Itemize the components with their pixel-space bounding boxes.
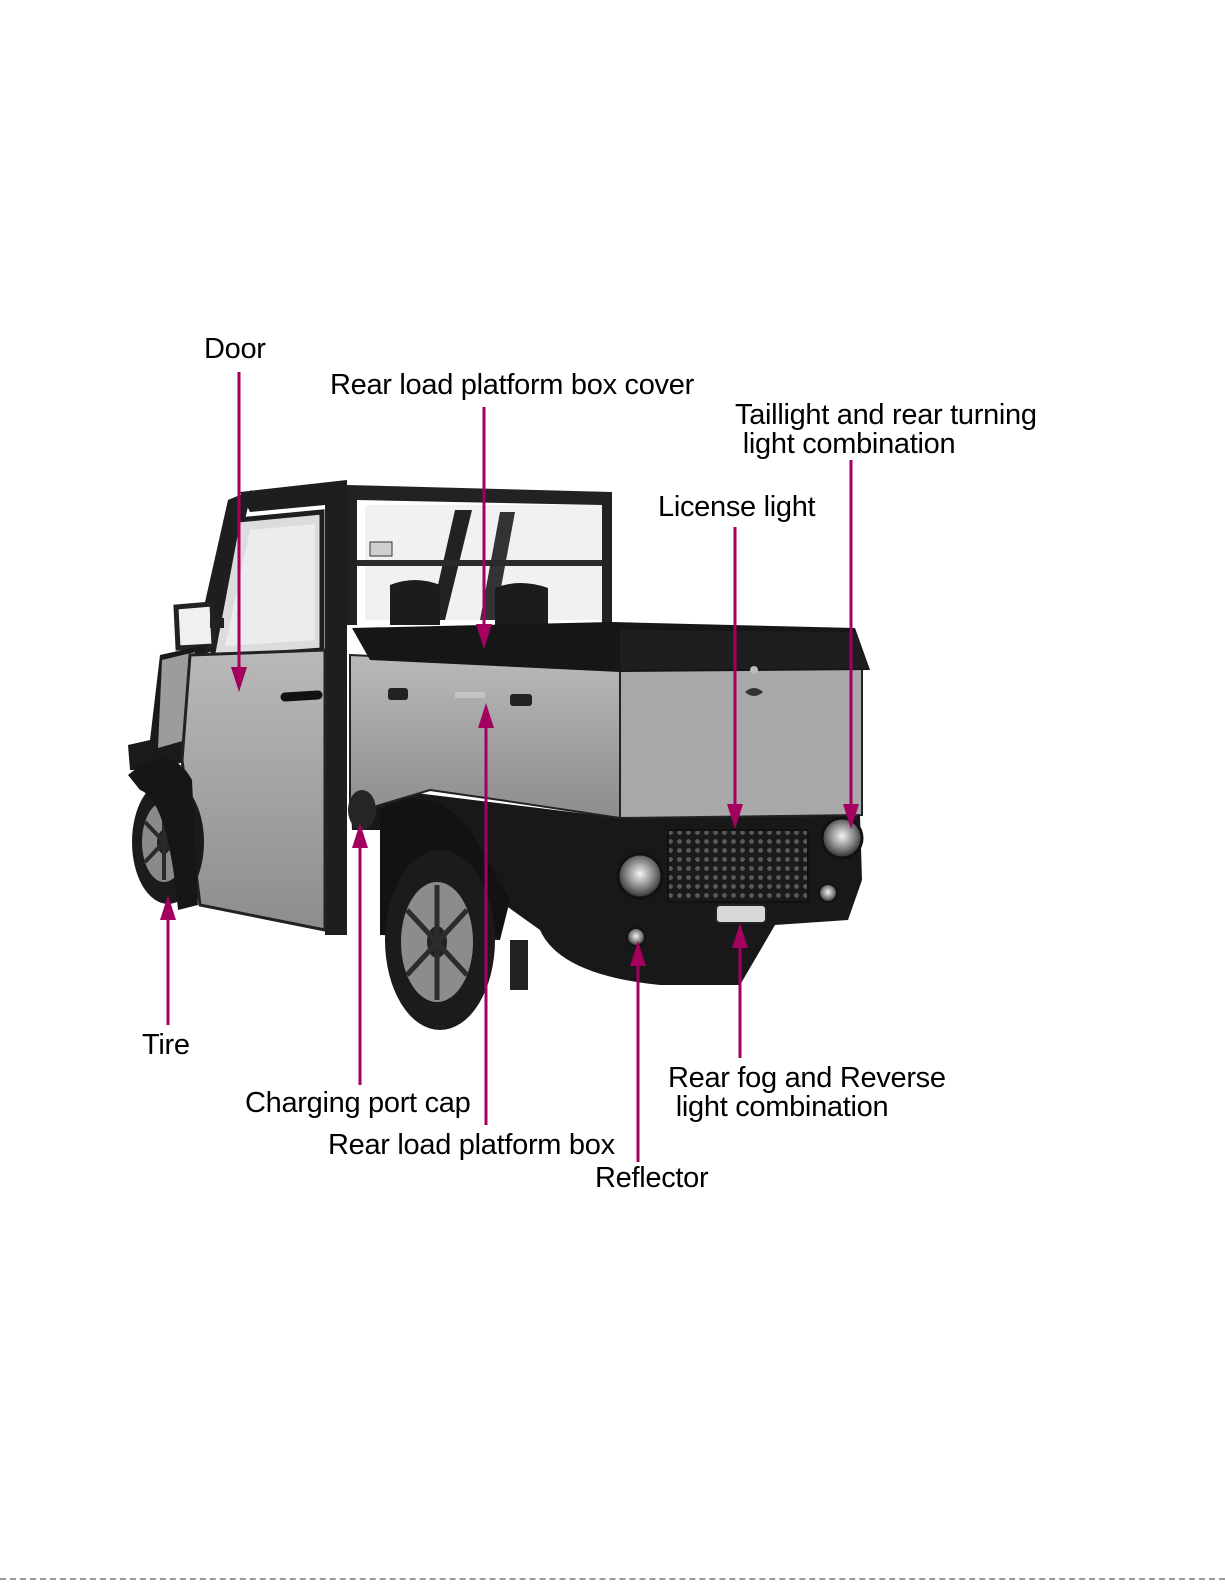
charging-port-cap-shape: [348, 790, 376, 830]
label-reflector: Reflector: [595, 1163, 708, 1194]
label-charging-port-cap: Charging port cap: [245, 1088, 470, 1119]
label-platform-box: Rear load platform box: [328, 1130, 615, 1161]
arrow-fog-reverse: [732, 923, 748, 1058]
license-grille: [668, 830, 808, 902]
label-fog-reverse-line1: Rear fog and Reverse: [668, 1063, 946, 1094]
arrow-charging-port-cap: [352, 823, 368, 1085]
label-fog-reverse-line2: light combination: [668, 1092, 888, 1123]
platform-box-back: [620, 668, 862, 818]
label-taillight-line2: light combination: [735, 429, 955, 460]
fog-reverse-lamp: [716, 905, 766, 923]
label-license-light: License light: [658, 492, 815, 523]
reflector-shape: [627, 928, 645, 946]
right-rear-lamp: [822, 818, 862, 858]
arrow-tire: [160, 895, 176, 1025]
label-tire: Tire: [142, 1030, 190, 1061]
page-edge-divider: [0, 1578, 1225, 1580]
label-door: Door: [204, 334, 266, 365]
left-rear-lamp: [618, 854, 662, 898]
side-mirror: [176, 604, 214, 648]
label-taillight-line1: Taillight and rear turning: [735, 400, 1037, 431]
label-box-cover: Rear load platform box cover: [330, 370, 694, 401]
